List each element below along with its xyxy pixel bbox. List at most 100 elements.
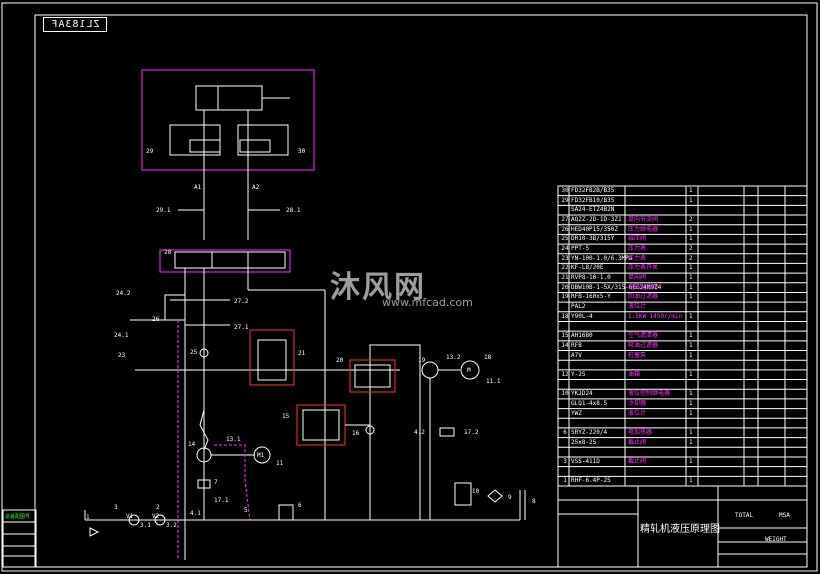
bom-cell-code: SRYZ-220/4 [571,428,608,436]
label-m1: M1 [257,452,265,459]
bom-cell-qty: 1 [689,225,693,233]
bom-cell-no: 21 [561,274,569,282]
label-9: 9 [508,494,512,501]
label-29-1: 29.1 [156,207,171,214]
bom-cell-name: 油箱 [628,370,641,378]
bom-cell-name: 压力表开关 [628,264,659,272]
label-a1: A1 [194,184,202,191]
bom-cell-qty: 1 [689,264,693,272]
label-11: 11 [276,460,284,467]
bom-cell-name: 单向节流阀 [628,216,659,224]
bom-cell-qty: 1 [689,457,693,465]
label-1: 1 [86,514,90,521]
bom-cell-name: 液位控制继电器 [628,390,671,398]
label-6: 6 [298,502,302,509]
label-28-1: 28.1 [286,207,301,214]
bom-cell-no: 30 [561,187,569,194]
label-26: 26 [152,316,160,323]
bom-cell-qty: 1 [689,370,693,378]
bom-cell-no: 23 [561,254,569,262]
bom-cell-qty: 1 [689,390,693,398]
bom-cell-qty: 1 [689,283,693,291]
label-3-2: 3.2 [166,522,177,529]
bom-cell-code: Y90L-4 [571,312,593,320]
bom-cell-no: 20 [561,283,569,291]
label-27-1: 27.1 [234,324,249,331]
bom-cell-no: 12 [561,370,569,378]
hydraulic-cylinder [195,85,263,111]
bom-cell-no: 24 [561,245,569,253]
bom-cell-code: A7V [571,351,582,359]
bom-cell-qty: 1 [689,438,693,446]
label-8: 8 [532,498,536,505]
actuator-boundary [141,69,315,171]
bom-cell-no: 27 [561,216,569,224]
bom-cell-code: YWZ [571,409,582,417]
title-mass: MSA [779,512,790,519]
bom-cell-code: PPT-5 [571,245,590,253]
label-13-2: 13.2 [446,354,461,361]
label-11-1: 11.1 [486,378,501,385]
bom-cell-qty: 1 [689,477,693,485]
bom-cell-qty: 1 [689,235,693,243]
bom-cell-name: 液位计 [628,303,647,311]
watermark-brand: 沐风网 [330,270,426,305]
bom-cell-name: 空气滤清器 [628,332,659,340]
bom-cell-no: 6 [563,428,567,436]
label-21: 21 [298,350,306,357]
label-23: 23 [118,352,126,359]
label-v2: V2 [152,513,160,520]
directional-valve-28 [174,251,286,269]
label-10: 10 [472,488,480,495]
bom-cell-name: 减压阀 [628,235,647,243]
label-2: 2 [156,504,160,511]
bom-cell-no: 25 [561,235,569,243]
label-16: 16 [352,430,360,437]
label-28: 28 [164,249,172,256]
bom-cell-name: 压力继电器 [628,225,659,233]
bom-cell-qty: 1 [689,399,693,407]
bom-cell-no: 22 [561,264,569,272]
bom-cell-code: RVP8-10-1.0 [571,274,611,282]
label-18: 18 [484,354,492,361]
label-7: 7 [214,479,218,486]
label-a2: A2 [252,184,260,191]
label-4-2: 4.2 [414,429,425,436]
bom-cell-qty: 1 [689,428,693,436]
bom-cell-code: YN-100-1.0/6.3MPa [571,254,633,262]
label-4-1: 4.1 [190,510,201,517]
title-weight: WEIGHT [765,536,787,543]
bom-cell-code: FD32FB10/B35 [571,196,615,204]
label-17-1: 17.1 [214,497,229,504]
bom-cell-code: FD32FB2B/B35 [571,187,615,194]
bom-cell-code: AQ2Z-2D-1D-3Z1 [571,216,622,224]
bom-cell-no: 1 [563,477,567,485]
bom-cell-qty: 1 [689,341,693,349]
bom-cell-code: DBW10B-1-5X/315-6EG24N9Z4 [571,283,662,291]
bom-cell-qty: 1 [689,274,693,282]
bom-cell-no: 26 [561,225,569,233]
bom-cell-name: 电磁溢流阀 [628,283,659,291]
bom-cell-name: 单向阀 [628,274,647,282]
bom-cell-name: 电加热器 [628,428,653,436]
bom-cell-name: 液位计 [628,409,647,417]
bom-cell-code: RHF-6.4P-25 [571,477,611,485]
bom-cell-qty: 1 [689,332,693,340]
bom-cell-code: KF-L8/20E [571,264,604,272]
bom-cell-name: 冷却器 [628,399,647,407]
drawing-title: 精轧机液压原理图 [640,524,720,535]
bom-cell-code: RFB [571,341,582,349]
valve-21-box [249,329,295,386]
bom-cell-code: GLQ1-4x8.5 [571,399,608,407]
pump-19 [421,361,439,379]
drawing-code-stamp: ZL183AF [43,17,107,32]
label-m2: M [467,367,471,374]
label-19: 19 [418,357,426,364]
bom-cell-code: AH1680 [571,332,593,340]
title-block-frame [557,485,808,568]
motor-18 [460,360,480,380]
bom-cell-qty: 2 [689,216,693,224]
bom-cell-name: 压力表 [628,245,647,253]
motor-11 [253,446,271,464]
bom-cell-no: 19 [561,293,569,301]
